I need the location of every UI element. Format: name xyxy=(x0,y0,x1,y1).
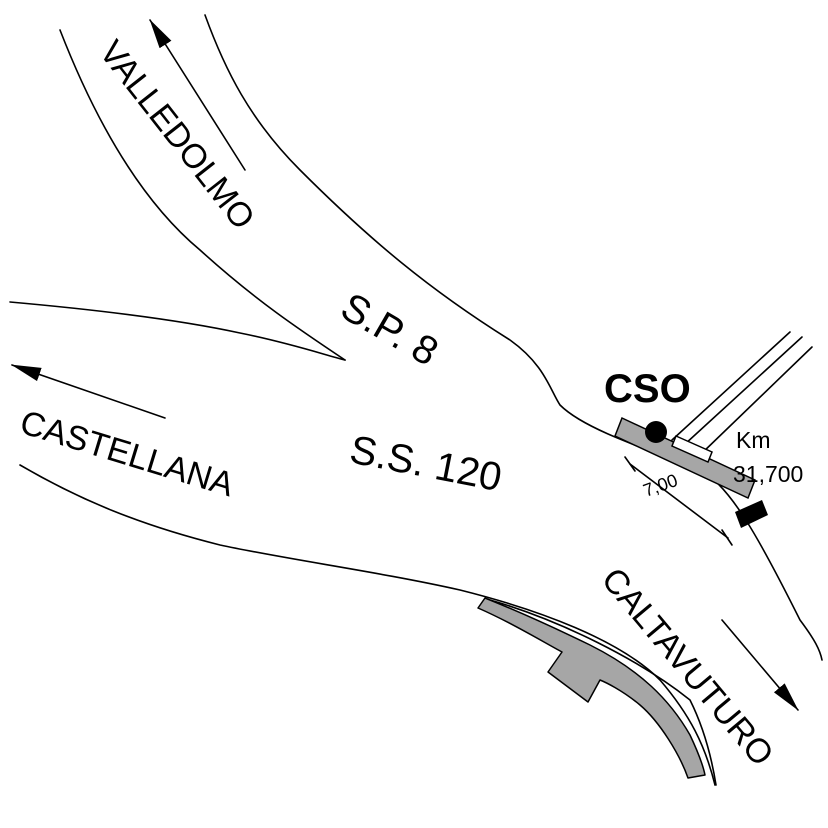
destination-label-castellana: CASTELLANA xyxy=(16,403,239,504)
caltavuturo-arrow xyxy=(721,619,799,711)
castellana-arrow xyxy=(11,364,166,419)
destination-label-valledolmo: VALLEDOLMO xyxy=(92,34,262,237)
cso-marker xyxy=(645,421,667,443)
dimension-label: 7,00 xyxy=(641,470,681,501)
valledolmo-arrow xyxy=(149,19,246,171)
valledolmo-road-east-edge xyxy=(204,14,823,661)
dimension-line xyxy=(629,463,729,539)
valledolmo-road-west-edge xyxy=(59,29,346,361)
pipeline-line-2 xyxy=(683,336,803,446)
pipeline-line-1 xyxy=(671,331,791,441)
castellana-road-north-edge xyxy=(9,301,346,361)
cso-connector xyxy=(671,434,713,464)
km-value: 31,700 xyxy=(733,461,803,487)
km-marker-block xyxy=(735,500,768,528)
building-structure xyxy=(477,597,706,779)
castellana-road-south-edge xyxy=(19,464,716,786)
dimension-tick-right xyxy=(721,529,733,546)
road-label-ss120: S.S. 120 xyxy=(346,428,505,500)
frontage-line xyxy=(489,599,717,786)
road-label-sp8: S.P. 8 xyxy=(334,285,446,375)
site-label-cso: CSO xyxy=(604,367,691,411)
km-label: Km xyxy=(736,427,771,453)
dimension-tick-left xyxy=(624,456,636,472)
pipeline-line-3 xyxy=(699,346,813,456)
